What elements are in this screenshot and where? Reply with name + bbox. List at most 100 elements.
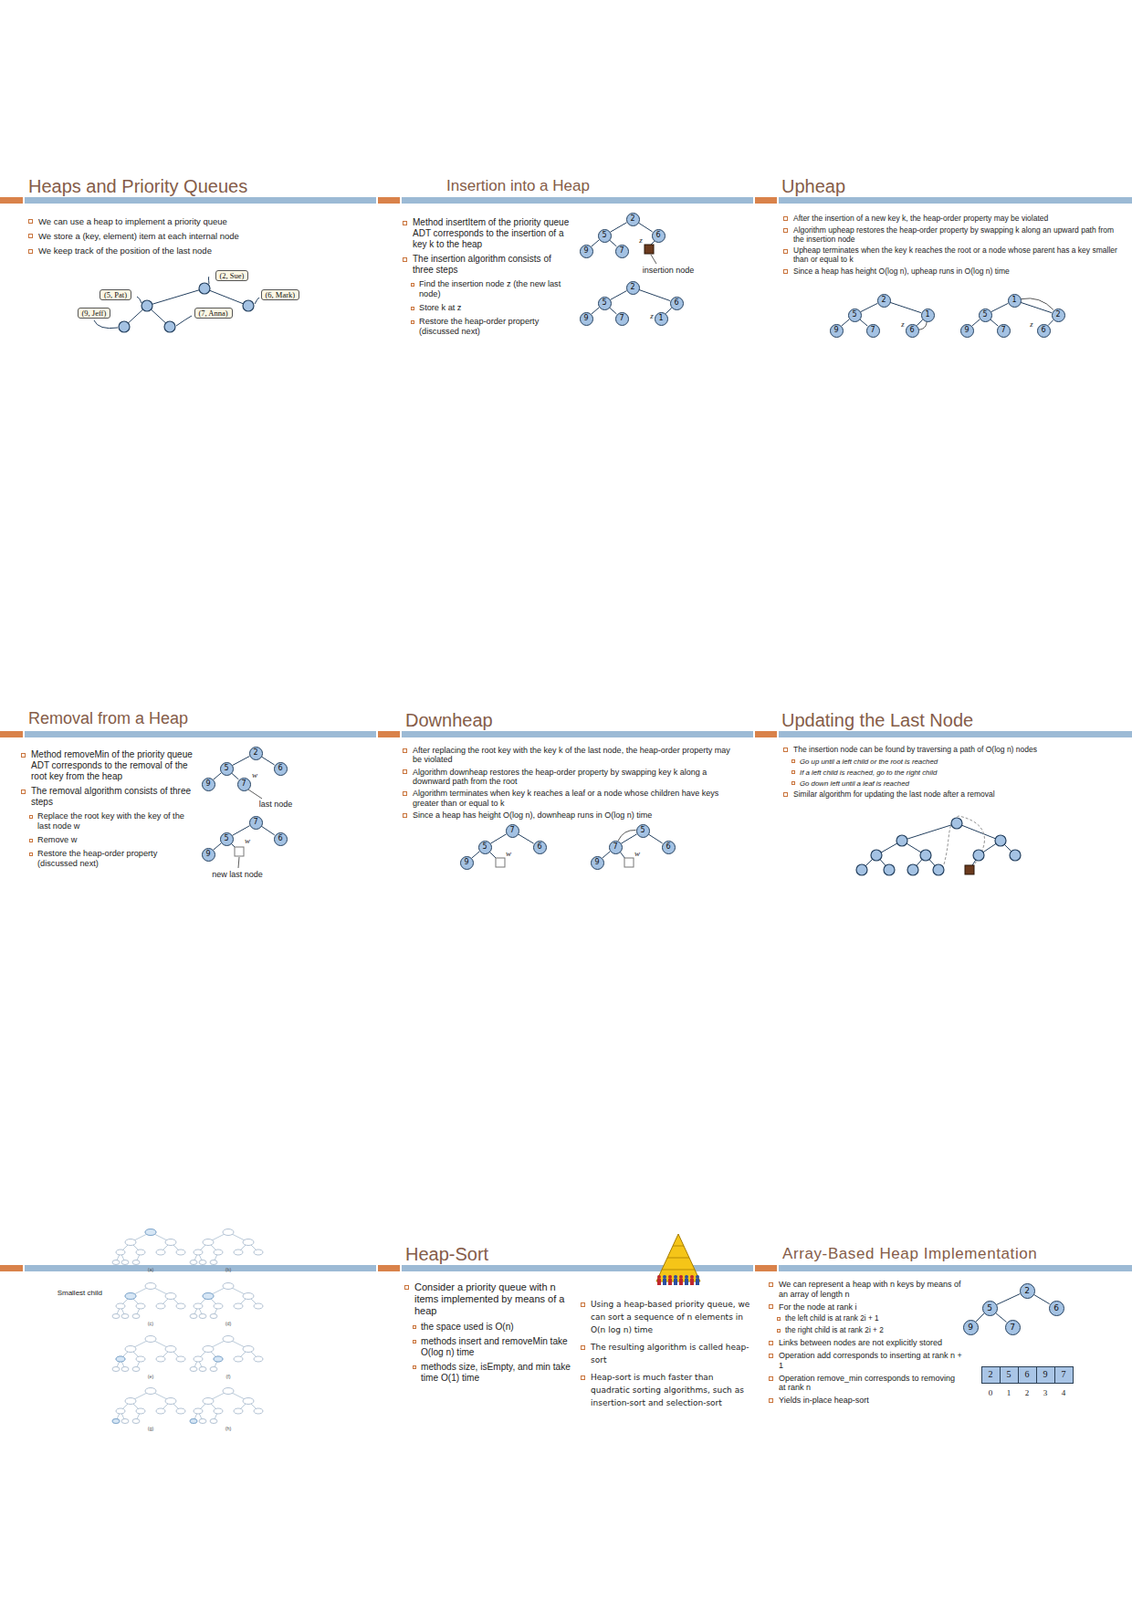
bullet-marker	[768, 1353, 774, 1359]
heap-node: 9	[201, 777, 216, 792]
node-key: 6	[673, 299, 679, 307]
sub-bullet-item: Store k at z	[410, 303, 575, 314]
bullet-item: We store a (key, element) item at each i…	[28, 230, 359, 242]
heap-node: 1	[654, 312, 669, 326]
bullet-marker	[402, 769, 408, 775]
heap-node: 5	[848, 308, 862, 323]
tree-edge	[648, 834, 662, 844]
tree-edge	[517, 834, 534, 844]
heap-node: 7	[237, 777, 252, 792]
heap-node: 5	[597, 296, 612, 311]
sub-bullet-text: methods insert and removeMin take O(log …	[420, 1336, 568, 1358]
sub-bullet-item: Remove w	[29, 835, 197, 846]
slide-title: Updating the Last Node	[781, 709, 974, 732]
bullet-text: We can represent a heap with n keys by m…	[778, 1279, 961, 1300]
bullet-marker	[580, 1375, 586, 1381]
node-name: w	[251, 771, 258, 781]
heap-node: 5	[597, 229, 612, 243]
heap-node: 7	[615, 244, 629, 259]
heap-tree	[861, 823, 1016, 870]
bullet-text: We keep track of the position of the las…	[38, 245, 212, 256]
node-name: w	[634, 849, 640, 860]
step-caption: (a)	[147, 1267, 155, 1273]
bullet-text: Heap-sort is much faster than quadratic …	[590, 1373, 745, 1408]
node-key: 6	[909, 326, 914, 335]
bullet-marker	[412, 1325, 417, 1330]
bullet-item: Algorithm downheap restores the heap-ord…	[402, 767, 736, 787]
bullet-text: Similar algorithm for updating the last …	[793, 789, 996, 799]
sub-bullet-text: Store k at z	[419, 303, 462, 313]
bullet-item: For the node at rank i	[768, 1302, 963, 1313]
sub-bullet-item: the space used is O(n)	[412, 1321, 574, 1333]
bullet-marker	[783, 269, 788, 274]
heap-node	[856, 817, 1021, 876]
callout-text: new last node	[211, 870, 263, 881]
bullet-text: Algorithm downheap restores the heap-ord…	[412, 767, 707, 787]
tree-edge	[890, 302, 922, 313]
sub-bullet-item: the left child is at rank 2i + 1	[776, 1314, 963, 1324]
node-key: 2	[1055, 311, 1060, 319]
node-key: 5	[482, 843, 487, 851]
tree-edge	[990, 319, 999, 326]
heap-node: 7	[866, 324, 881, 338]
tree-edge	[213, 773, 222, 780]
tree-edge	[860, 303, 879, 312]
bullet-marker	[783, 228, 788, 233]
node-key: 5	[639, 827, 645, 835]
sub-bullet-text: the space used is O(n)	[420, 1321, 514, 1332]
bullet-text: Using a heap-based priority queue, we ca…	[590, 1299, 750, 1335]
array-cell: 7	[1054, 1366, 1074, 1384]
bullet-text: Yields in-place heap-sort	[778, 1395, 870, 1405]
item-text: (9, Jeff)	[82, 309, 107, 318]
sub-bullet-text: Go down left until a leaf is reached	[799, 779, 910, 788]
heap-node: 5	[978, 308, 993, 323]
heap-node: 6	[651, 229, 666, 243]
node-name: w	[505, 849, 512, 860]
step-caption: (e)	[147, 1373, 155, 1380]
array-index: 0	[988, 1389, 994, 1399]
node-key: 5	[223, 835, 229, 843]
heap-node: 6	[670, 296, 684, 311]
tree-edge	[609, 222, 627, 232]
node-key: 6	[1040, 326, 1046, 335]
sub-bullet-item: methods insert and removeMin take O(log …	[412, 1336, 574, 1359]
sub-bullet-text: Restore the heap-order property (discuss…	[419, 316, 539, 336]
bullet-item: Upheap terminates when the key k reaches…	[783, 246, 1123, 265]
bullet-item: Algorithm terminates when key k reaches …	[402, 788, 736, 808]
sub-bullet-item: Replace the root key with the key of the…	[29, 811, 197, 832]
sub-bullet-text: methods size, isEmpty, and min take time…	[420, 1362, 571, 1384]
bullet-item: Using a heap-based priority queue, we ca…	[580, 1299, 751, 1338]
bullet-marker	[791, 759, 796, 764]
node-key: 9	[583, 247, 588, 255]
bullet-item: Similar algorithm for updating the last …	[783, 790, 1123, 800]
bullet-marker	[768, 1304, 774, 1310]
node-key: 9	[1043, 1370, 1049, 1380]
slide-title: Downheap	[405, 709, 493, 732]
tree-edge	[231, 773, 240, 780]
node-key: 1	[658, 314, 663, 323]
bullet-marker	[402, 791, 408, 797]
bullet-item: The resulting algorithm is called heap-s…	[580, 1341, 751, 1368]
array-cell: 5	[999, 1366, 1019, 1384]
node-key: 1	[1011, 296, 1017, 304]
sub-bullet-text: Replace the root key with the key of the…	[37, 811, 185, 831]
bullet-text: Since a heap has height O(log n), upheap…	[793, 266, 1010, 276]
tree-edge	[991, 303, 1009, 312]
bullet-marker	[412, 1365, 417, 1370]
heap-node: 6	[661, 840, 676, 855]
bullet-marker	[29, 815, 33, 819]
node-key: 2	[988, 1370, 994, 1380]
bullet-marker	[783, 747, 788, 753]
node-key: 7	[612, 843, 618, 851]
heap-node: 7	[505, 824, 520, 839]
heap-node: 7	[608, 840, 623, 855]
bullet-marker	[402, 257, 408, 263]
node-key: 6	[655, 231, 661, 240]
bullet-marker	[28, 219, 33, 224]
text-column: The insertion node can be found by trave…	[783, 743, 1123, 799]
bullet-marker	[580, 1345, 586, 1351]
heap-node: 2	[1019, 1283, 1036, 1300]
tree-edge	[996, 1294, 1021, 1306]
bullet-text: For the node at rank i	[778, 1302, 858, 1312]
